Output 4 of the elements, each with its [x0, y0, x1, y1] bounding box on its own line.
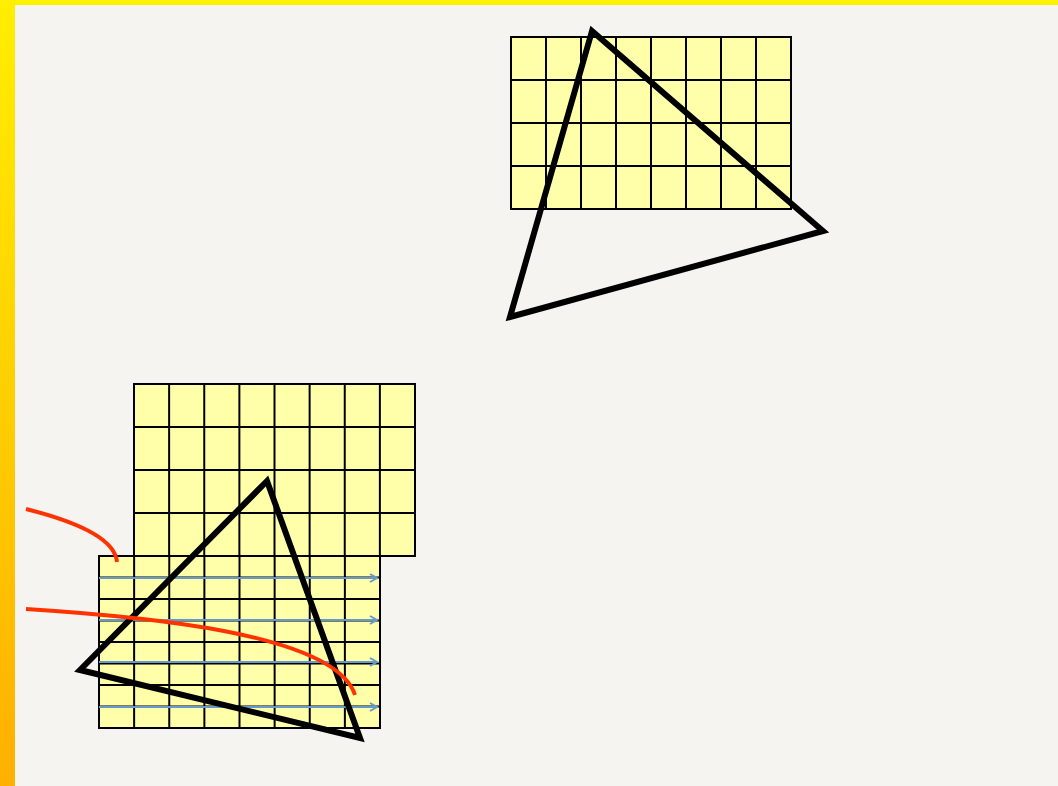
leader-line [25, 607, 357, 696]
pixel-grid [134, 384, 415, 556]
pixel-grid [511, 37, 791, 209]
leader-line [25, 507, 119, 563]
